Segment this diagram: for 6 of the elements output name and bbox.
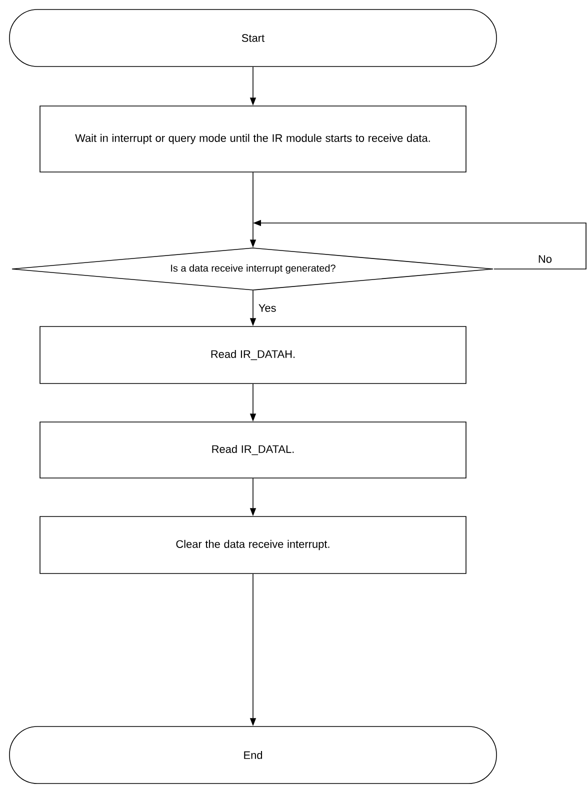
process-box: Clear the data receive interrupt.	[40, 516, 466, 574]
process-box: Wait in interrupt or query mode until the IR module starts to receive data.	[40, 106, 466, 172]
edge-label: No	[537, 254, 553, 264]
process-box: Read IR_DATAL.	[40, 422, 466, 478]
edge-label: Yes	[257, 303, 278, 313]
process-box: Read IR_DATAH.	[40, 326, 466, 384]
